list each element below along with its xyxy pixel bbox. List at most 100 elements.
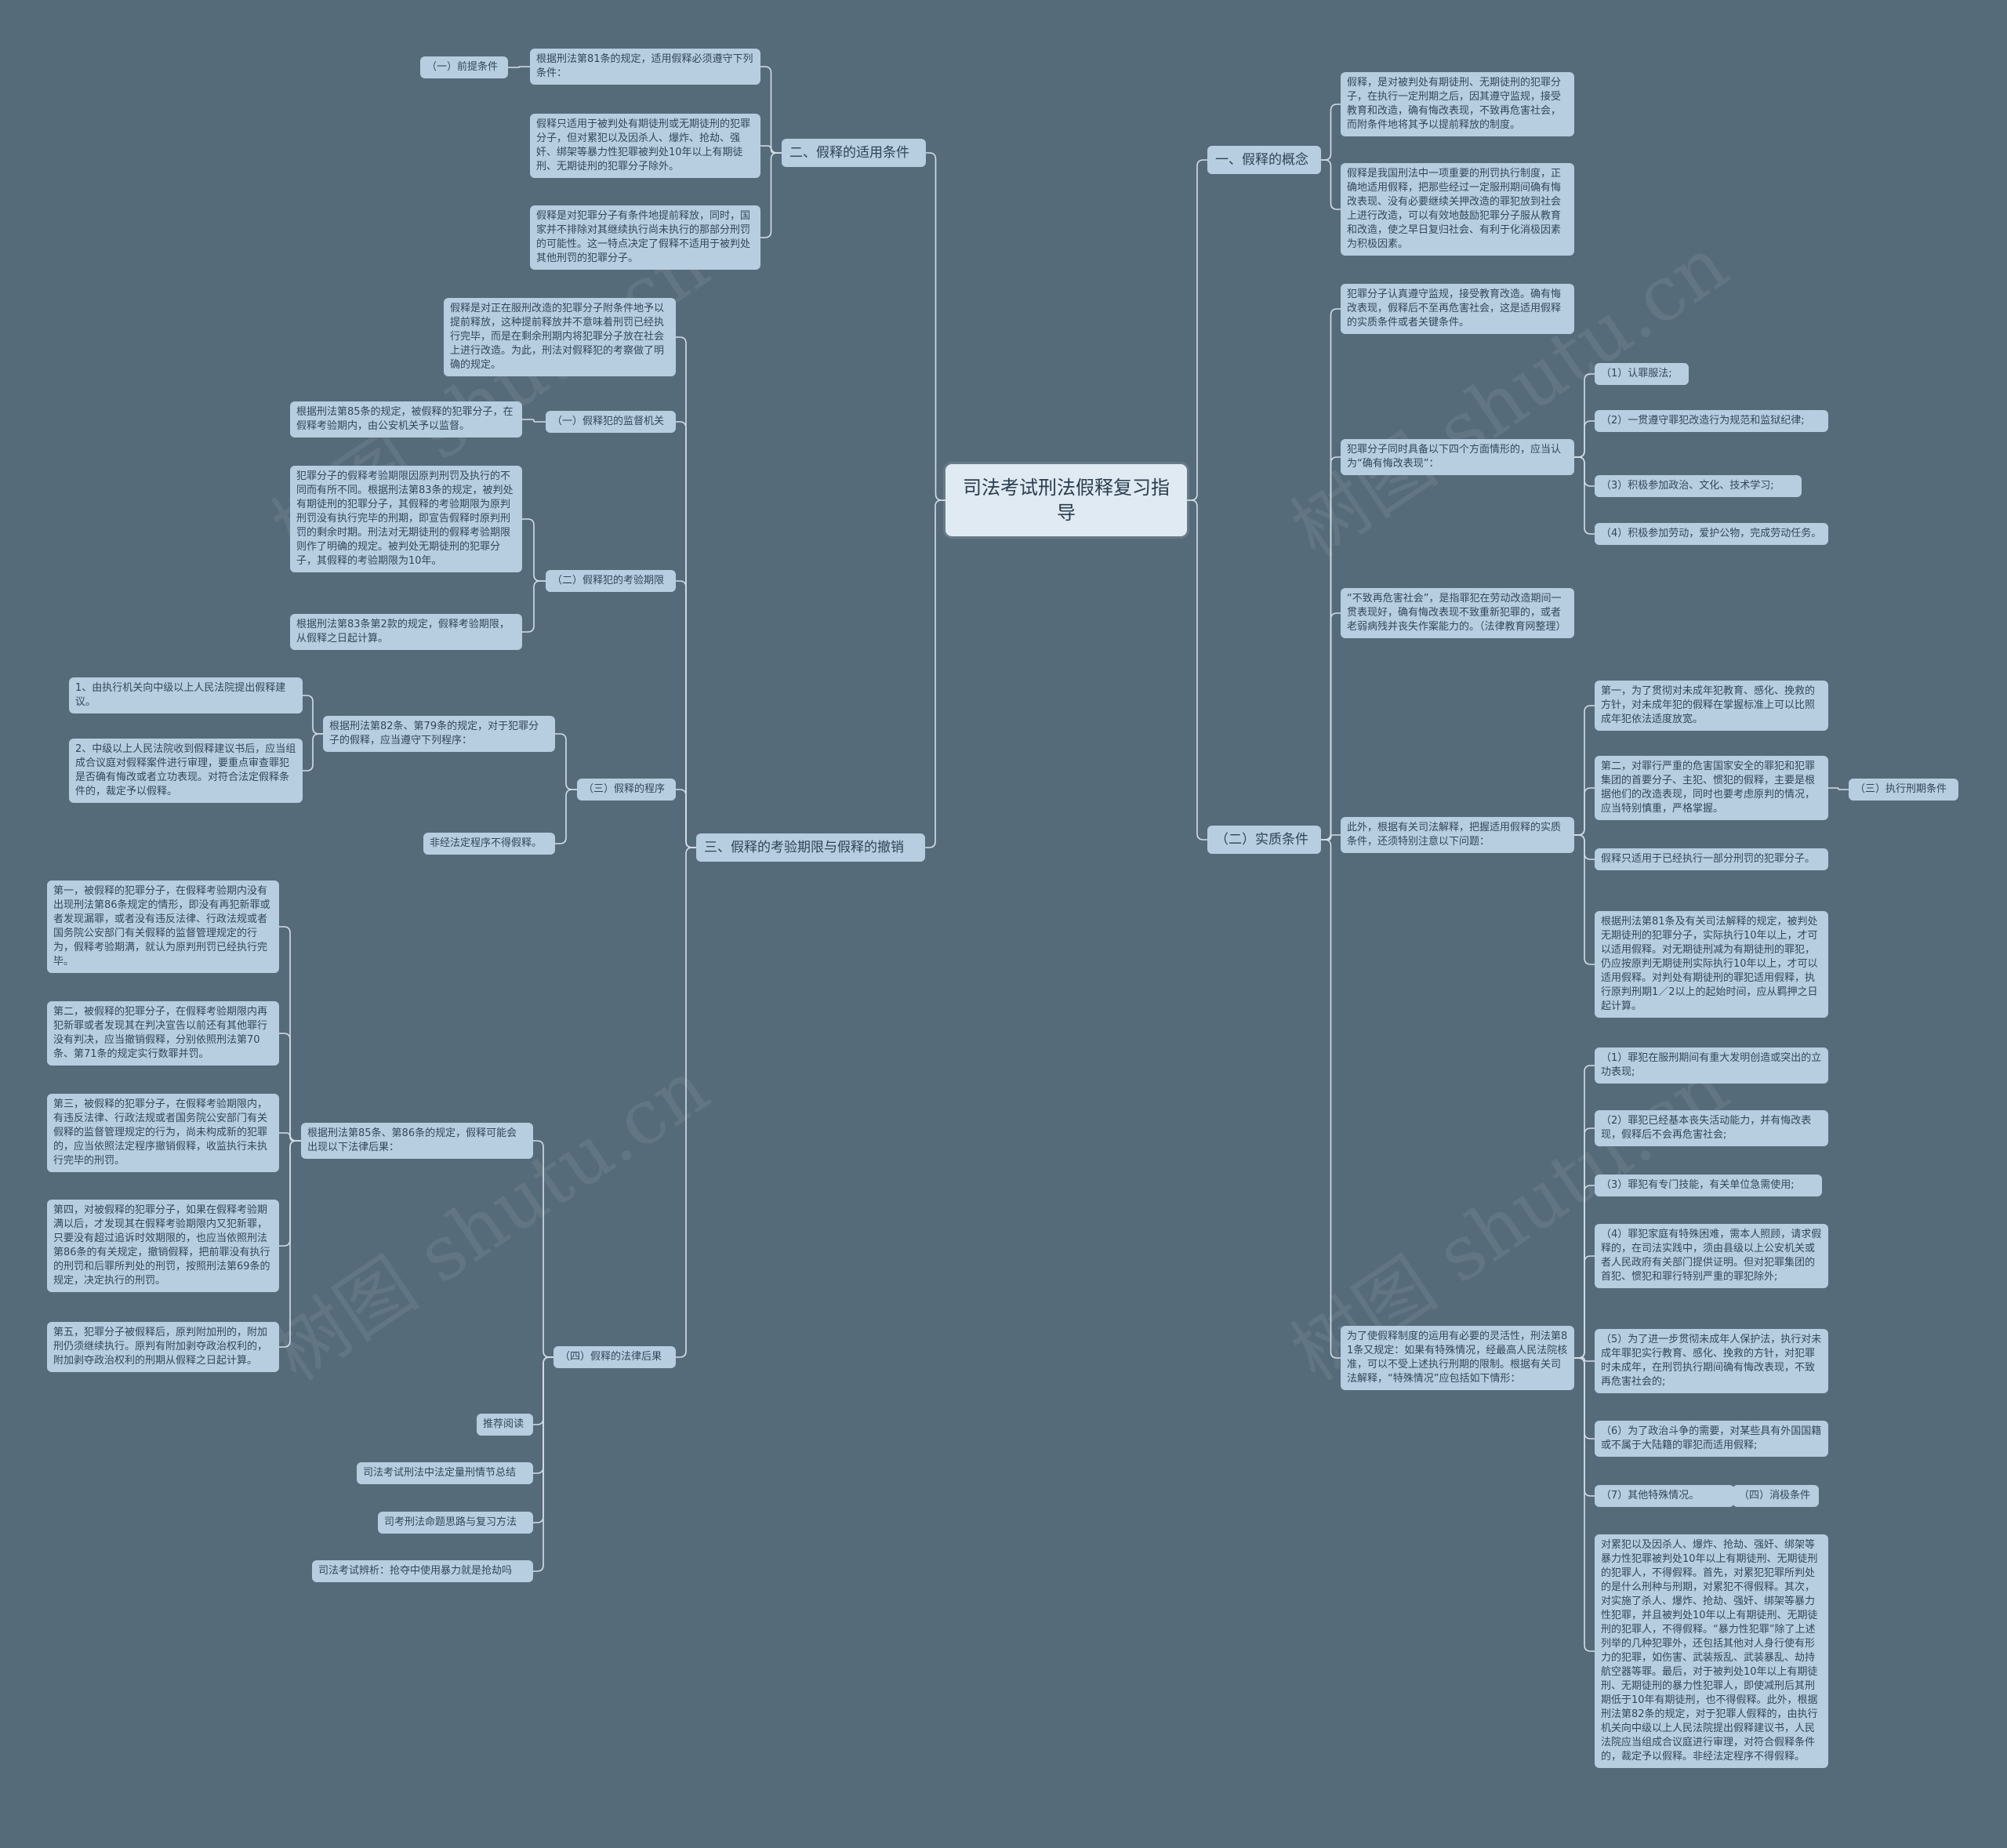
repentance-item[interactable]: （2）一贯遵守罪犯改造行为规范和监狱纪律; [1595,410,1828,432]
substantive-text-1[interactable]: 犯罪分子认真遵守监规，接受教育改造。确有悔改表现，假释后不至再危害社会，这是适用… [1341,284,1574,334]
related-link-label[interactable]: 推荐阅读 [477,1414,533,1436]
special-case-item[interactable]: （5）为了进一步贯彻未成年人保护法，执行对未成年罪犯实行教育、感化、挽救的方针，… [1595,1329,1828,1393]
substantive-repentance[interactable]: 犯罪分子同时具备以下四个方面情形的，应当认为“确有悔改表现”： [1341,439,1574,475]
procedure-item[interactable]: 2、中级以上人民法院收到假释建议书后，应当组成合议庭对假释案件进行审理，要重点审… [69,739,303,803]
related-link[interactable]: 司法考试辨析：抢夺中使用暴力就是抢劫吗 [312,1560,533,1582]
consequence-item[interactable]: 第三，被假释的犯罪分子，在假释考验期限内，有违反法律、行政法规或者国务院公安部门… [47,1094,279,1172]
repentance-item[interactable]: （4）积极参加劳动，爱护公物，完成劳动任务。 [1595,523,1828,545]
procedure-text-2[interactable]: 非经法定程序不得假释。 [423,833,555,855]
connector-line [926,152,945,501]
exec-term-condition[interactable]: （三）执行刑期条件 [1849,779,1958,801]
connector-line [1574,1357,1595,1652]
connector-line [1828,787,1849,790]
connector-line [1574,456,1595,535]
connector-line [279,1140,301,1247]
connector-line [533,1140,553,1358]
consequence-item[interactable]: 第二，被假释的犯罪分子，在假释考验期限内再犯新罪或者发现其在判决宣告以前还有其他… [47,1001,279,1066]
connector-line [555,733,577,790]
negative-condition-text[interactable]: 对累犯以及因杀人、爆炸、抢劫、强奸、绑架等暴力性犯罪被判处10年以上有期徒刑、无… [1595,1534,1828,1768]
connector-line [279,1140,301,1348]
connector-line [533,1356,553,1425]
connector-line [760,66,782,154]
connector-line [1187,159,1207,501]
connector-line [533,1356,553,1572]
connector-line [533,1356,553,1523]
connector-line [676,789,696,848]
connector-line [1574,1357,1595,1362]
repentance-item[interactable]: （1）认罪服法; [1595,363,1689,385]
special-case-item[interactable]: （3）罪犯有专门技能，有关单位急需使用; [1595,1175,1822,1196]
applicable-text-2[interactable]: 假释只适用于被判处有期徒刑或无期徒刑的犯罪分子，但对累犯以及因杀人、爆炸、抢劫、… [530,114,760,178]
connector-line [1574,456,1595,487]
connector-line [303,733,323,772]
connector-line [522,580,546,633]
connector-line [533,1356,553,1474]
substantive-notes[interactable]: 此外，根据有关司法解释，把握适用假释的实质条件，还须特别注意以下问题： [1341,817,1574,853]
parole-procedure[interactable]: （三）假释的程序 [577,779,676,801]
repentance-item[interactable]: （3）积极参加政治、文化、技术学习; [1595,475,1802,497]
probation-intro[interactable]: 假释是对正在服刑改造的犯罪分子附条件地予以提前释放，这种提前释放并不意味着刑罚已… [444,298,676,376]
connector-line [1574,787,1595,836]
connector-line [1574,1255,1595,1359]
connector-line [1321,159,1341,210]
negative-condition[interactable]: （四）消极条件 [1733,1485,1819,1507]
connector-line [676,580,696,848]
connector-line [303,695,323,735]
exec-term-text-2[interactable]: 根据刑法第81条及有关司法解释的规定，被判处无期徒刑的犯罪分子，实际执行10年以… [1595,911,1828,1018]
connector-line [1321,103,1341,161]
connector-line [522,518,546,582]
connector-line [1321,456,1341,840]
connector-line [1574,1185,1595,1359]
applicable-text-1[interactable]: 根据刑法第81条的规定，适用假释必须遵守下列条件： [530,49,760,85]
probation-period-text-1[interactable]: 犯罪分子的假释考验期限因原判刑罚及执行的不同而有所不同。根据刑法第83条的规定，… [290,466,522,572]
special-case-item[interactable]: （6）为了政治斗争的需要，对某些具有外国国籍或不属于大陆籍的罪犯而适用假释; [1595,1421,1828,1457]
connector-line [522,419,546,423]
consequences-text[interactable]: 根据刑法第85条、第86条的规定，假释可能会出现以下法律后果： [301,1123,533,1159]
notes-item[interactable]: 第一，为了贯彻对未成年犯教育、感化、挽救的方针，对未成年犯的假释在掌握标准上可以… [1595,681,1828,731]
procedure-text[interactable]: 根据刑法第82条、第79条的规定，对于犯罪分子的假释，应当遵守下列程序： [323,716,555,752]
related-link[interactable]: 司法考试刑法中法定量刑情节总结 [357,1462,533,1484]
connector-line [1574,834,1595,965]
connector-line [1574,705,1595,836]
special-case-item[interactable]: （1）罪犯在服刑期间有重大发明创造或突出的立功表现; [1595,1047,1828,1084]
connector-line [1574,420,1595,458]
premise-condition[interactable]: （一）前提条件 [420,56,508,78]
substantive-no-harm[interactable]: “不致再危害社会”，是指罪犯在劳动改造期间一贯表现好，确有悔改表现不致重新犯罪的… [1341,588,1574,638]
root-topic[interactable]: 司法考试刑法假释复习指导 [945,464,1187,536]
special-case-item[interactable]: （7）其他特殊情况。 [1595,1485,1734,1507]
branch-probation-and-revocation[interactable]: 三、假释的考验期限与假释的撤销 [696,833,925,862]
connector-line [925,499,945,848]
procedure-item[interactable]: 1、由执行机关向中级以上人民法院提出假释建议。 [69,677,303,713]
consequence-item[interactable]: 第一，被假释的犯罪分子，在假释考验期内没有出现刑法第86条规定的情形，即没有再犯… [47,880,279,973]
legal-consequences[interactable]: （四）假释的法律后果 [553,1346,676,1368]
branch-concept[interactable]: 一、假释的概念 [1207,146,1321,174]
connector-line [1574,1357,1595,1497]
connector-line [279,926,301,1142]
consequence-item[interactable]: 第五，犯罪分子被假释后，原判附加刑的，附加刑仍须继续执行。原判有附加剥夺政治权利… [47,1322,279,1372]
applicable-text-3[interactable]: 假释是对犯罪分子有条件地提前释放，同时，国家并不排除对其继续执行尚未执行的那部分… [530,205,760,270]
connector-line [1574,1127,1595,1359]
supervision-authority[interactable]: （一）假释犯的监督机关 [546,411,676,433]
connector-line [1321,839,1341,1359]
connector-line [1574,1357,1595,1440]
probation-period[interactable]: （二）假释犯的考验期限 [546,570,676,592]
related-link[interactable]: 司考刑法命题思路与复习方法 [378,1512,533,1534]
concept-text-2[interactable]: 假释是我国刑法中一项重要的刑罚执行制度，正确地适用假释，把那些经过一定服刑期间确… [1341,163,1574,256]
connector-line [1574,1065,1595,1359]
branch-substantive-conditions[interactable]: （二）实质条件 [1207,826,1321,854]
probation-period-text-2[interactable]: 根据刑法第83条第2款的规定，假释考验期限，从假释之日起计算。 [290,614,522,650]
notes-item[interactable]: 第二，对罪行严重的危害国家安全的罪犯和犯罪集团的首要分子、主犯、惯犯的假释，主要… [1595,756,1828,820]
concept-text-1[interactable]: 假释，是对被判处有期徒刑、无期徒刑的犯罪分子，在执行一定刑期之后，因其遵守监规，… [1341,72,1574,136]
watermark: 树图 shutu.cn [1276,220,1744,575]
branch-applicable-conditions[interactable]: 二、假释的适用条件 [782,139,926,167]
exec-term-text-1[interactable]: 假释只适用于已经执行一部分刑罚的犯罪分子。 [1595,848,1828,870]
connector-line [760,152,782,238]
supervision-text[interactable]: 根据刑法第85条的规定，被假释的犯罪分子，在假释考验期内，由公安机关予以监督。 [290,401,522,437]
connector-line [555,789,577,844]
connector-line [279,1033,301,1142]
special-cases[interactable]: 为了使假释制度的运用有必要的灵活性，刑法第81条又规定：如果有特殊情况，经最高人… [1341,1326,1574,1390]
special-case-item[interactable]: （2）罪犯已经基本丧失活动能力，并有悔改表现，假释后不会再危害社会; [1595,1110,1828,1146]
special-case-item[interactable]: （4）罪犯家庭有特殊困难，需本人照顾，请求假释的，在司法实践中，须由县级以上公安… [1595,1224,1828,1288]
connector-line [1187,499,1207,840]
consequence-item[interactable]: 第四，对被假释的犯罪分子，如果在假释考验期满以后，才发现其在假释考验期限内又犯新… [47,1200,279,1292]
